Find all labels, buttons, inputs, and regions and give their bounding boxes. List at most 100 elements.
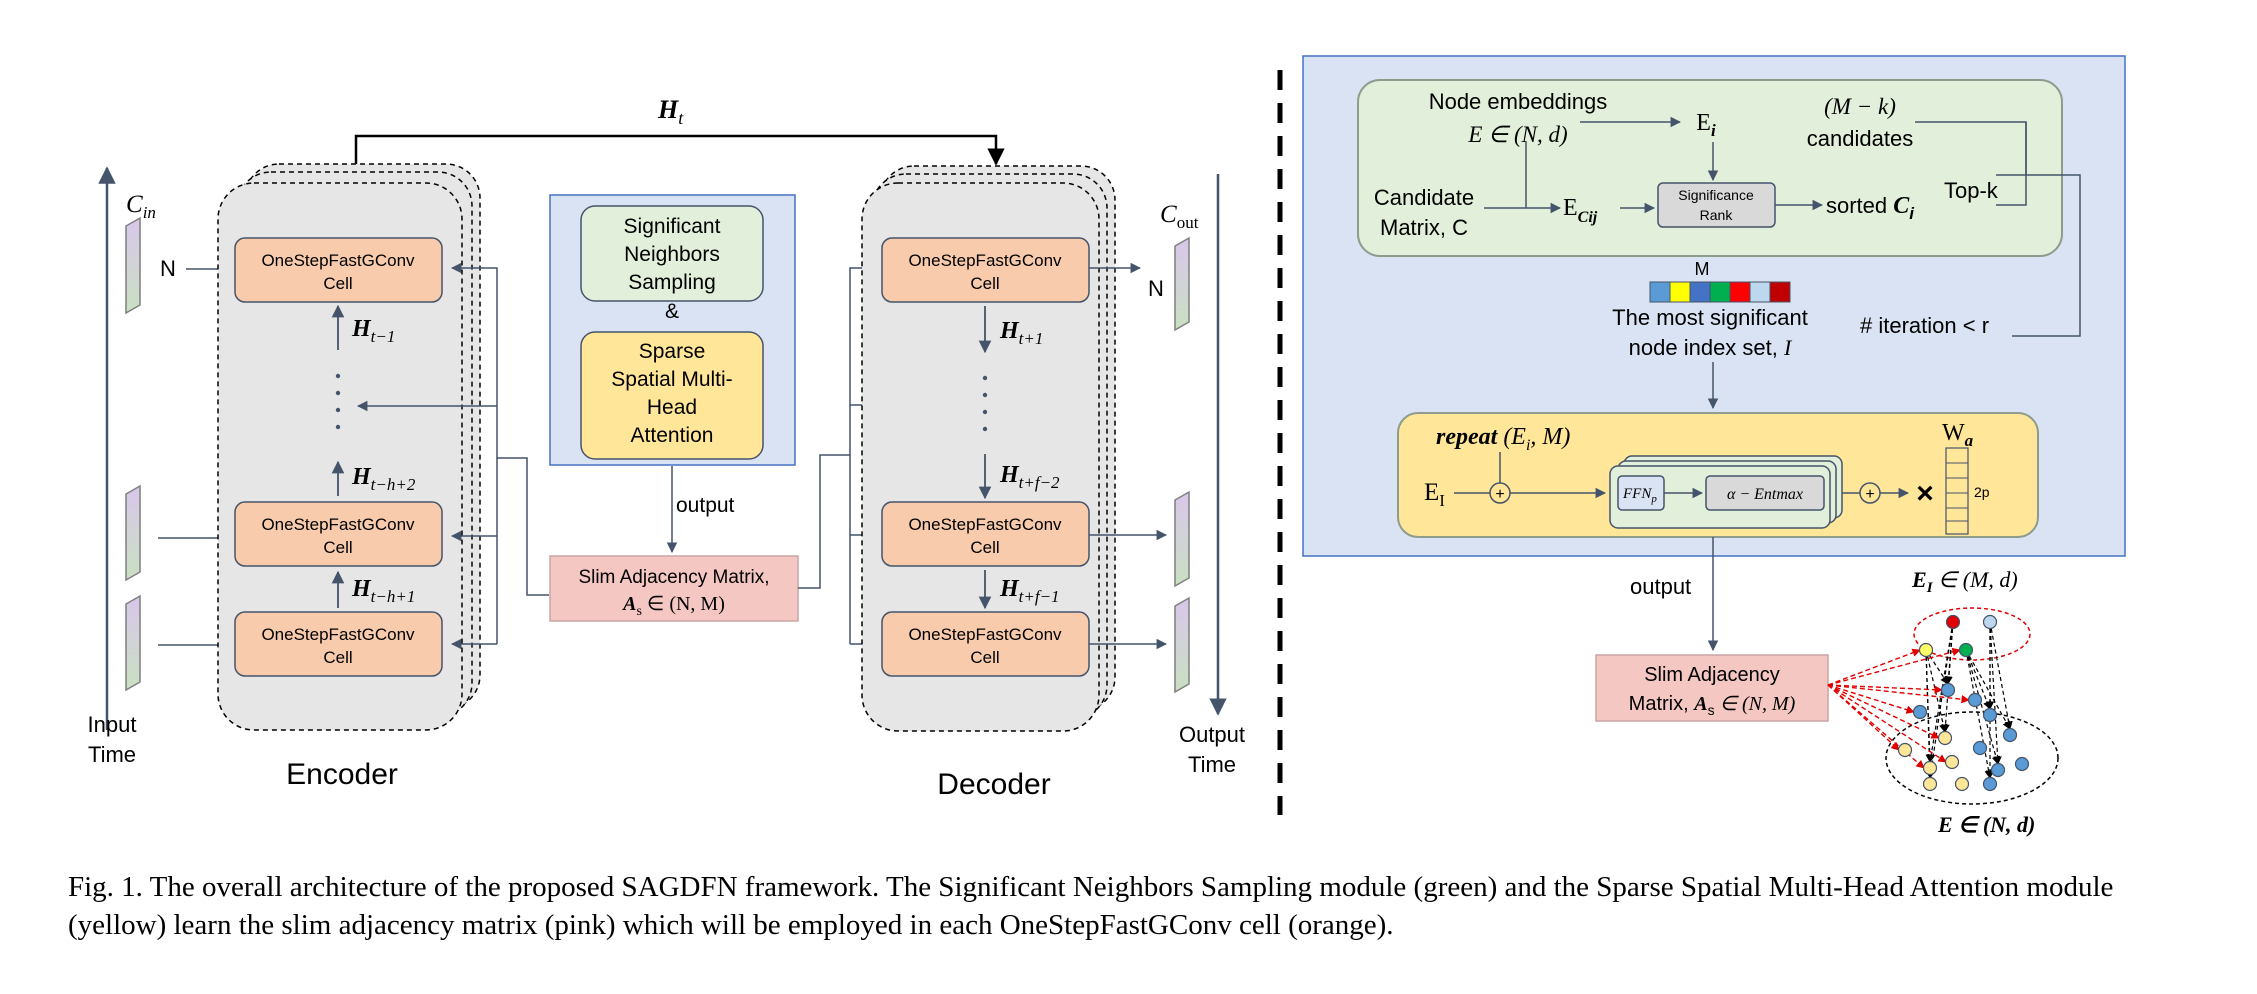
- input-slab-3: [125, 594, 141, 692]
- graph-node: [1945, 614, 1961, 630]
- e-dim-label: E ∈ (N, d): [1937, 812, 2035, 837]
- ecij-label: ECij: [1563, 195, 1598, 226]
- svg-text:Rank: Rank: [1700, 207, 1734, 223]
- right-detail: Node embeddings E ∈ (N, d) Ei (M − k) ca…: [1302, 55, 2126, 837]
- graph-node: [1972, 740, 1988, 756]
- sspmha-box: Sparse Spatial Multi- Head Attention: [580, 331, 764, 460]
- encoder: Cin Input Time N OneStepFastGConv Cell O…: [88, 163, 549, 791]
- sorted-ci-label: sorted Ci: [1826, 193, 1915, 223]
- attention-edge: [1827, 684, 1940, 739]
- attention-edge: [1827, 684, 1900, 751]
- output-slab-3: [1174, 596, 1190, 694]
- output-time-line1: Output: [1179, 722, 1245, 747]
- svg-text:OneStepFastGConv: OneStepFastGConv: [908, 251, 1062, 270]
- palette-cell: [1729, 281, 1751, 303]
- encoder-cell-low: OneStepFastGConv Cell: [234, 611, 443, 677]
- decoder: OneStepFastGConv Cell OneStepFastGConv C…: [861, 165, 1245, 801]
- decoder-cell-top: OneStepFastGConv Cell: [881, 237, 1090, 303]
- topk-label: Top-k: [1944, 178, 1999, 203]
- svg-text:OneStepFastGConv: OneStepFastGConv: [261, 625, 415, 644]
- svg-text:Neighbors: Neighbors: [624, 243, 720, 266]
- svg-text:Cell: Cell: [323, 538, 352, 557]
- output-axis-symbol: Cout: [1160, 201, 1199, 232]
- graph-node: [1922, 760, 1938, 776]
- svg-text:Cell: Cell: [323, 274, 352, 293]
- graph-node: [1958, 642, 1974, 658]
- most-sig-line1: The most significant: [1612, 305, 1808, 330]
- svg-text:Sampling: Sampling: [628, 271, 716, 294]
- output-slab-1: [1174, 236, 1190, 332]
- svg-text:Sparse: Sparse: [639, 340, 706, 363]
- decoder-panel: [861, 182, 1100, 732]
- graph-edge: [1965, 649, 1993, 779]
- middle-slim-matrix-box: Slim Adjacency Matrix, As ∈ (N, M): [549, 555, 799, 622]
- encoder-panel: [217, 182, 463, 731]
- graph-edge: [1941, 621, 1954, 733]
- figure-caption: Fig. 1. The overall architecture of the …: [68, 871, 2114, 941]
- graph-edge: [1965, 649, 2001, 765]
- output-slab-2: [1174, 490, 1190, 588]
- svg-text:Slim Adjacency Matrix,: Slim Adjacency Matrix,: [578, 567, 769, 588]
- graph-node: [2014, 756, 2030, 772]
- svg-text:Significant: Significant: [624, 215, 721, 238]
- graph-node: [1922, 776, 1938, 792]
- decoder-label: Decoder: [937, 768, 1050, 801]
- input-slab-1: [125, 216, 141, 315]
- input-slab-2: [125, 484, 141, 582]
- encoder-cell-top: OneStepFastGConv Cell: [234, 237, 443, 303]
- palette-cell: [1669, 281, 1691, 303]
- right-output-label: output: [1630, 574, 1691, 599]
- svg-text:+: +: [1495, 486, 1504, 503]
- h-t-plus-f-minus-1: Ht+f−1: [999, 576, 1060, 606]
- svg-text:Slim Adjacency: Slim Adjacency: [1644, 664, 1780, 686]
- graph-node: [1944, 754, 1960, 770]
- graph-node: [1967, 692, 1983, 708]
- svg-text:Head: Head: [647, 396, 697, 419]
- attention-stack: FFNp α − Entmax: [1609, 455, 1843, 529]
- svg-text:α − Entmax: α − Entmax: [1727, 486, 1803, 503]
- candidates-label: candidates: [1807, 126, 1913, 151]
- ht-label: Ht: [657, 95, 684, 128]
- candidate-line2: Matrix, C: [1380, 215, 1468, 240]
- e-in-label: E ∈ (N, d): [1467, 122, 1567, 147]
- svg-text:Cell: Cell: [970, 274, 999, 293]
- palette-cell: [1709, 281, 1731, 303]
- graph-edge: [1965, 649, 1992, 710]
- most-sig-line2: node index set, I: [1629, 335, 1793, 360]
- times-symbol: ×: [1916, 477, 1934, 510]
- graph-edge: [1925, 649, 1934, 779]
- svg-text:Attention: Attention: [631, 424, 714, 447]
- decoder-cell-low: OneStepFastGConv Cell: [881, 611, 1090, 677]
- svg-text:Matrix, As ∈ (N, M): Matrix, As ∈ (N, M): [1629, 693, 1796, 718]
- graph-node: [1940, 682, 1956, 698]
- svg-text:+: +: [1865, 486, 1874, 503]
- middle-module: Significant Neighbors Sampling & Sparse …: [549, 194, 970, 650]
- svg-text:As ∈ (N, M): As ∈ (N, M): [621, 593, 725, 619]
- graph-node: [2002, 727, 2018, 743]
- output-n-label: N: [1148, 276, 1164, 301]
- decoder-cell-mid: OneStepFastGConv Cell: [881, 501, 1090, 567]
- graph-node: [1897, 742, 1913, 758]
- svg-text:OneStepFastGConv: OneStepFastGConv: [261, 515, 415, 534]
- candidate-line1: Candidate: [1374, 185, 1474, 210]
- graph-node: [1982, 707, 1998, 723]
- two-p-label: 2p: [1974, 484, 1990, 500]
- right-slim-matrix-box: Slim Adjacency Matrix, As ∈ (N, M): [1595, 654, 1829, 722]
- palette-cell: [1689, 281, 1711, 303]
- sns-box: Significant Neighbors Sampling: [580, 205, 764, 302]
- wa-label: Wa: [1942, 420, 1974, 450]
- repeat-label: repeat (Ei, M): [1436, 424, 1570, 454]
- h-t-plus-1: Ht+1: [999, 318, 1043, 348]
- input-axis-symbol: Cin: [126, 191, 156, 222]
- attention-edge: [1827, 647, 1961, 686]
- svg-text:OneStepFastGConv: OneStepFastGConv: [908, 625, 1062, 644]
- svg-text:Cell: Cell: [970, 648, 999, 667]
- m-label: M: [1695, 259, 1710, 279]
- palette-cell: [1649, 281, 1671, 303]
- ht-connector: Ht: [354, 95, 1005, 166]
- graph-illustration: [1827, 614, 2030, 792]
- svg-text:FFNp: FFNp: [1622, 486, 1657, 505]
- all-nodes-ellipse: [1885, 711, 2059, 805]
- ei-label: Ei: [1696, 110, 1716, 140]
- svg-text:Spatial Multi-: Spatial Multi-: [611, 368, 732, 391]
